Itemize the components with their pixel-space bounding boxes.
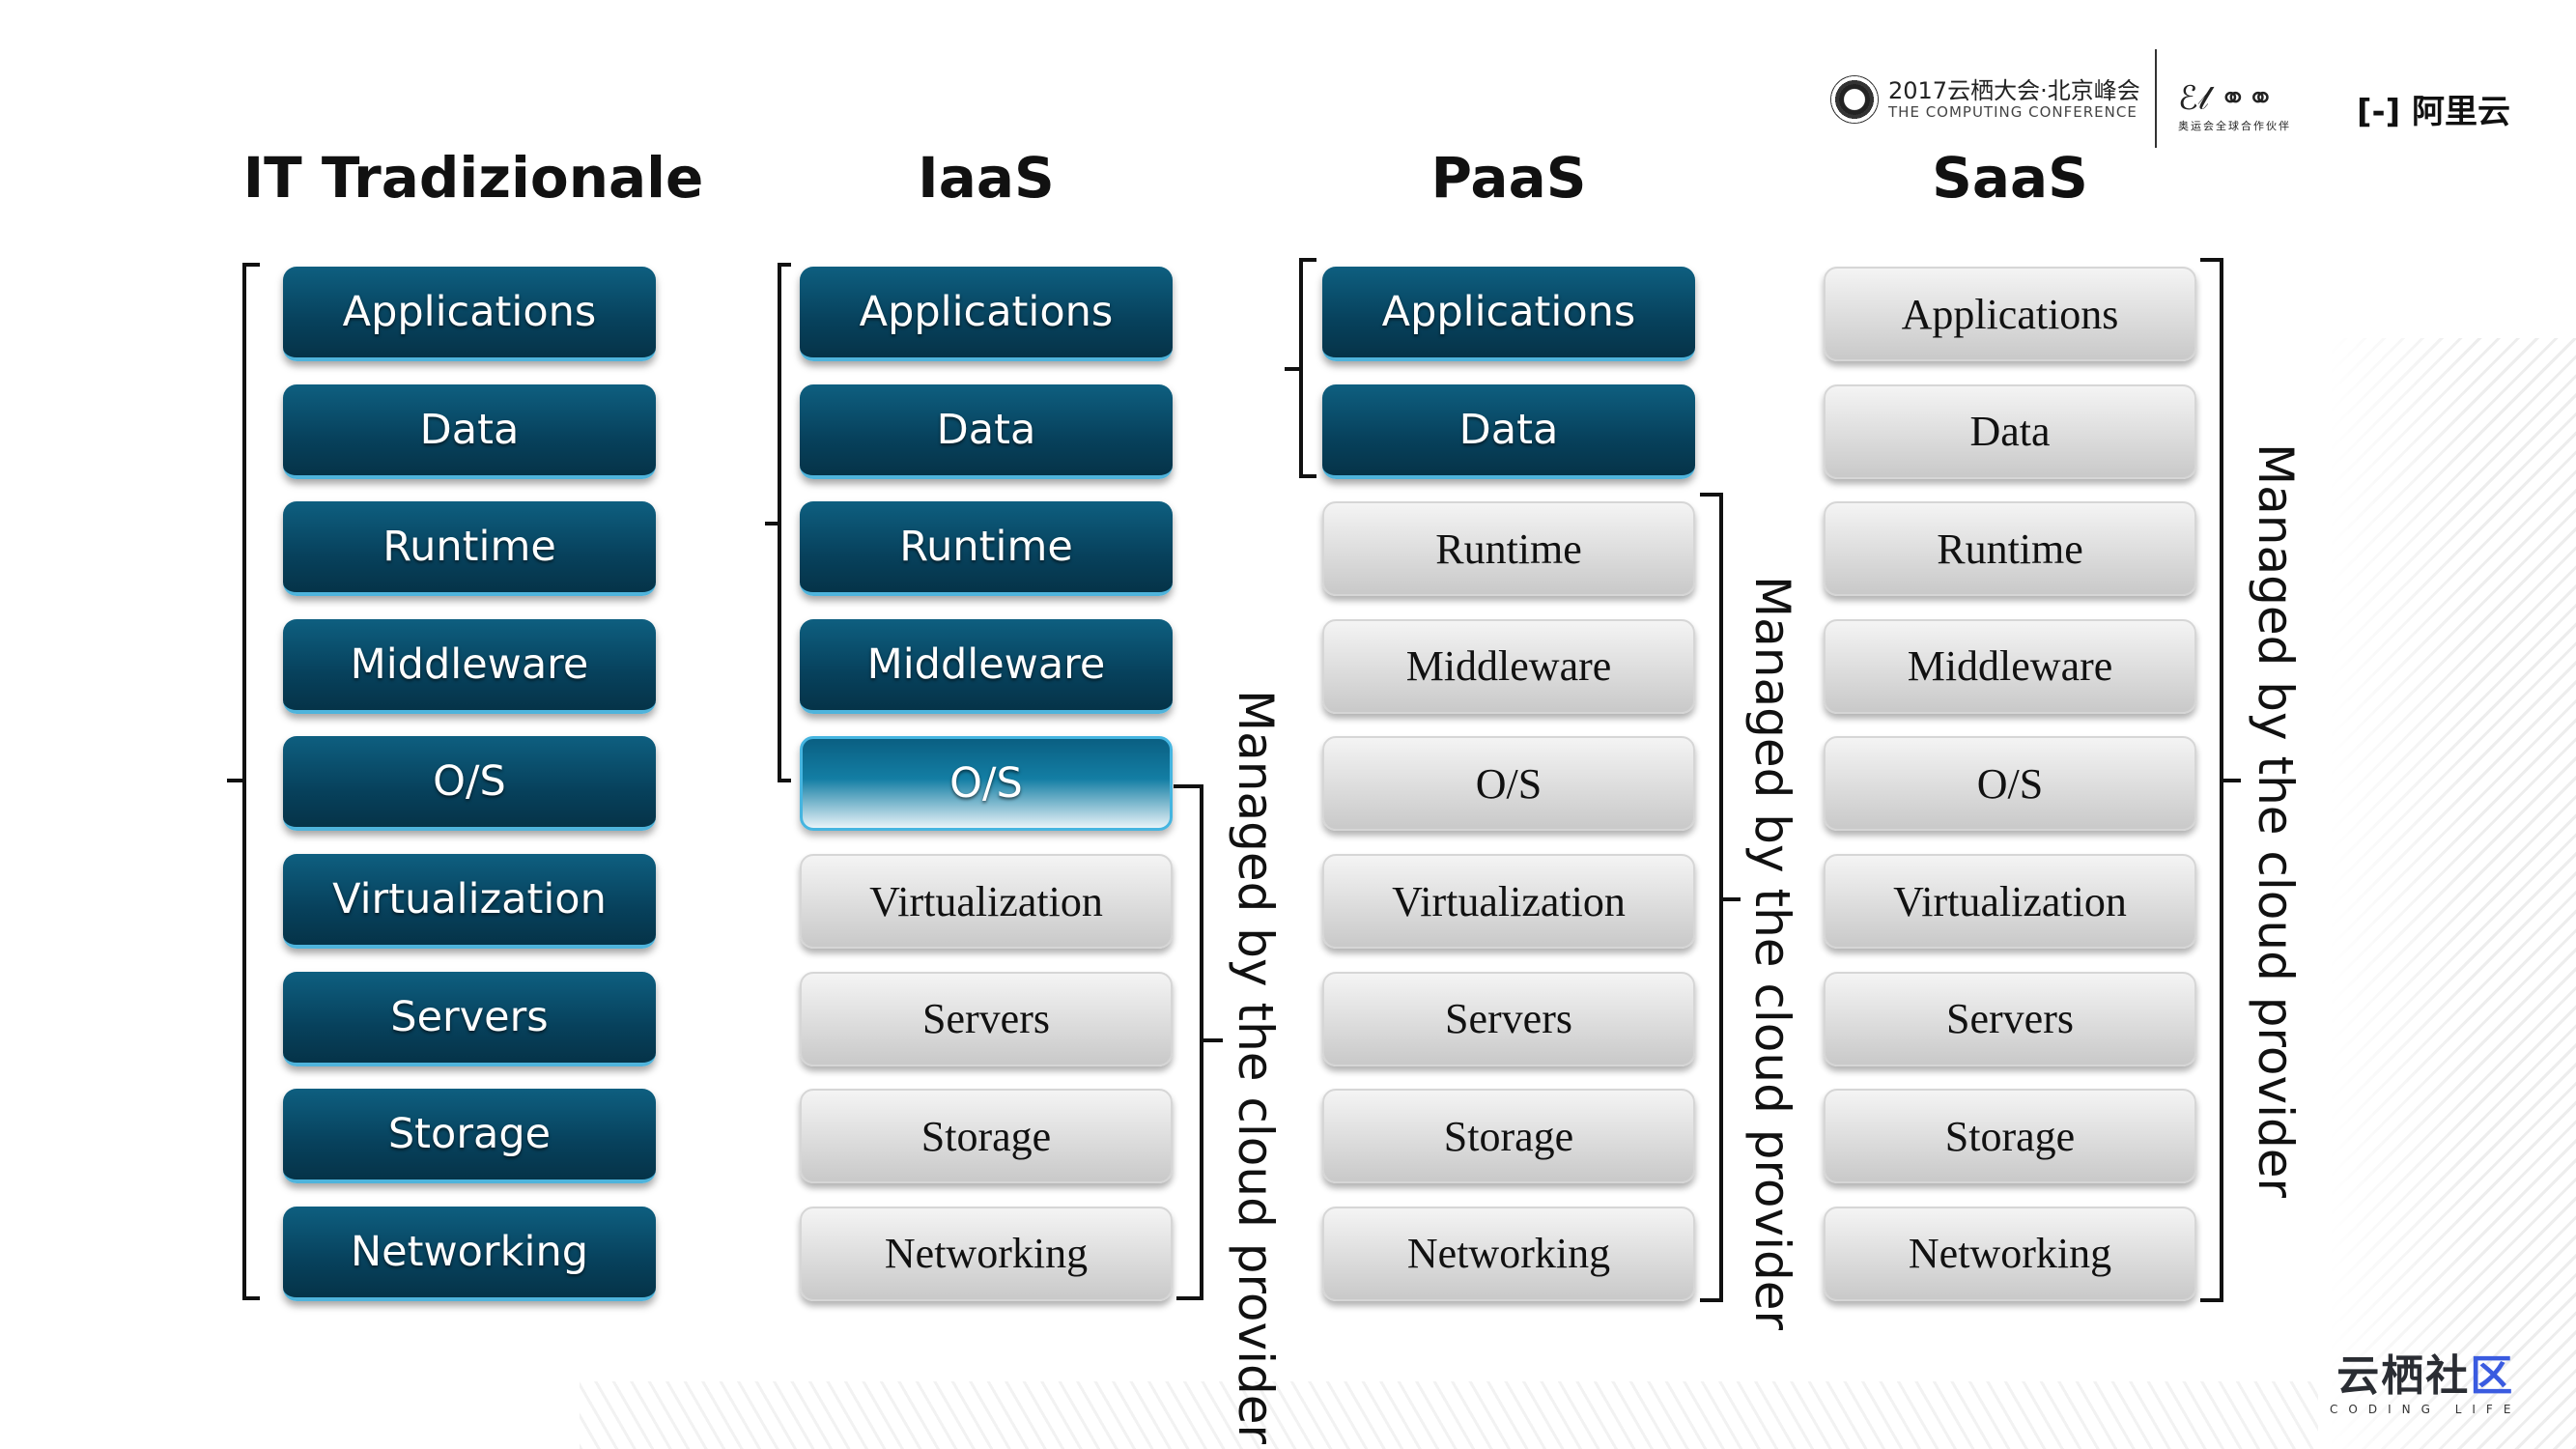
layer-it-tradizionale-applications: Applications (283, 267, 656, 361)
layer-paas-data: Data (1322, 384, 1695, 479)
alibaba-olympic-logo: ℰ𝓁 ⚭⚭ 奥运会全球合作伙伴 (2178, 79, 2291, 133)
heading-it-traditional: IT Tradizionale (242, 145, 704, 211)
computing-conference-logo: 2017云栖大会·北京峰会 THE COMPUTING CONFERENCE (1830, 75, 2140, 124)
layer-paas-virtualization: Virtualization (1322, 854, 1695, 949)
layer-iaas-storage: Storage (800, 1089, 1173, 1184)
layer-it-tradizionale-runtime: Runtime (283, 501, 656, 597)
community-name-last: 区 (2470, 1351, 2515, 1401)
layer-iaas-data: Data (800, 384, 1173, 479)
layer-it-tradizionale-virtualization: Virtualization (283, 854, 656, 949)
layer-saas-servers: Servers (1824, 971, 2196, 1066)
conference-title-en: THE COMPUTING CONFERENCE (1888, 103, 2137, 121)
layer-saas-o-s: O/S (1824, 736, 2196, 832)
layer-iaas-o-s: O/S (800, 736, 1173, 832)
conference-mark-icon (1830, 75, 1879, 124)
iaas-provider-label: Managed by the cloud provider (1228, 690, 1284, 1445)
layer-it-tradizionale-networking: Networking (283, 1206, 656, 1301)
layer-iaas-servers: Servers (800, 971, 1173, 1066)
background-hatch (2328, 338, 2576, 1449)
layer-saas-runtime: Runtime (1824, 501, 2196, 597)
logo-divider (2155, 49, 2157, 148)
layer-saas-applications: Applications (1824, 267, 2196, 361)
layer-iaas-virtualization: Virtualization (800, 854, 1173, 949)
aliyun-bracket-icon: [-] (2357, 93, 2413, 131)
alibaba-olympic-subtitle: 奥运会全球合作伙伴 (2178, 120, 2291, 132)
layer-paas-networking: Networking (1322, 1206, 1695, 1301)
heading-iaas: IaaS (918, 145, 1055, 211)
layer-paas-servers: Servers (1322, 971, 1695, 1066)
layer-paas-o-s: O/S (1322, 736, 1695, 832)
yunqi-community-logo: 云栖社区 CODING LIFE (2330, 1341, 2521, 1416)
layer-paas-applications: Applications (1322, 267, 1695, 361)
layer-iaas-networking: Networking (800, 1206, 1173, 1301)
layer-paas-storage: Storage (1322, 1089, 1695, 1184)
layer-saas-storage: Storage (1824, 1089, 2196, 1184)
aliyun-logo: [-] 阿里云 (2357, 85, 2510, 132)
layer-paas-runtime: Runtime (1322, 501, 1695, 597)
background-wave (580, 1381, 2318, 1449)
layer-it-tradizionale-o-s: O/S (283, 736, 656, 832)
layer-iaas-runtime: Runtime (800, 501, 1173, 597)
layer-iaas-applications: Applications (800, 267, 1173, 361)
community-tagline: CODING LIFE (2330, 1403, 2522, 1416)
heading-paas: PaaS (1430, 145, 1587, 211)
layer-it-tradizionale-data: Data (283, 384, 656, 479)
olympic-rings-icon: ℰ𝓁 ⚭⚭ (2178, 79, 2275, 118)
layer-it-tradizionale-storage: Storage (283, 1089, 656, 1184)
heading-saas: SaaS (1932, 145, 2088, 211)
layer-paas-middleware: Middleware (1322, 618, 1695, 714)
saas-provider-label: Managed by the cloud provider (2248, 443, 2304, 1199)
aliyun-text: 阿里云 (2412, 93, 2511, 131)
paas-provider-label: Managed by the cloud provider (1744, 576, 1800, 1331)
layer-saas-virtualization: Virtualization (1824, 854, 2196, 949)
layer-saas-networking: Networking (1824, 1206, 2196, 1301)
community-name: 云栖社 (2336, 1351, 2471, 1401)
layer-it-tradizionale-middleware: Middleware (283, 618, 656, 714)
layer-saas-data: Data (1824, 384, 2196, 479)
layer-it-tradizionale-servers: Servers (283, 971, 656, 1066)
conference-title-cn: 2017云栖大会·北京峰会 (1888, 77, 2140, 104)
layer-saas-middleware: Middleware (1824, 618, 2196, 714)
layer-iaas-middleware: Middleware (800, 618, 1173, 714)
